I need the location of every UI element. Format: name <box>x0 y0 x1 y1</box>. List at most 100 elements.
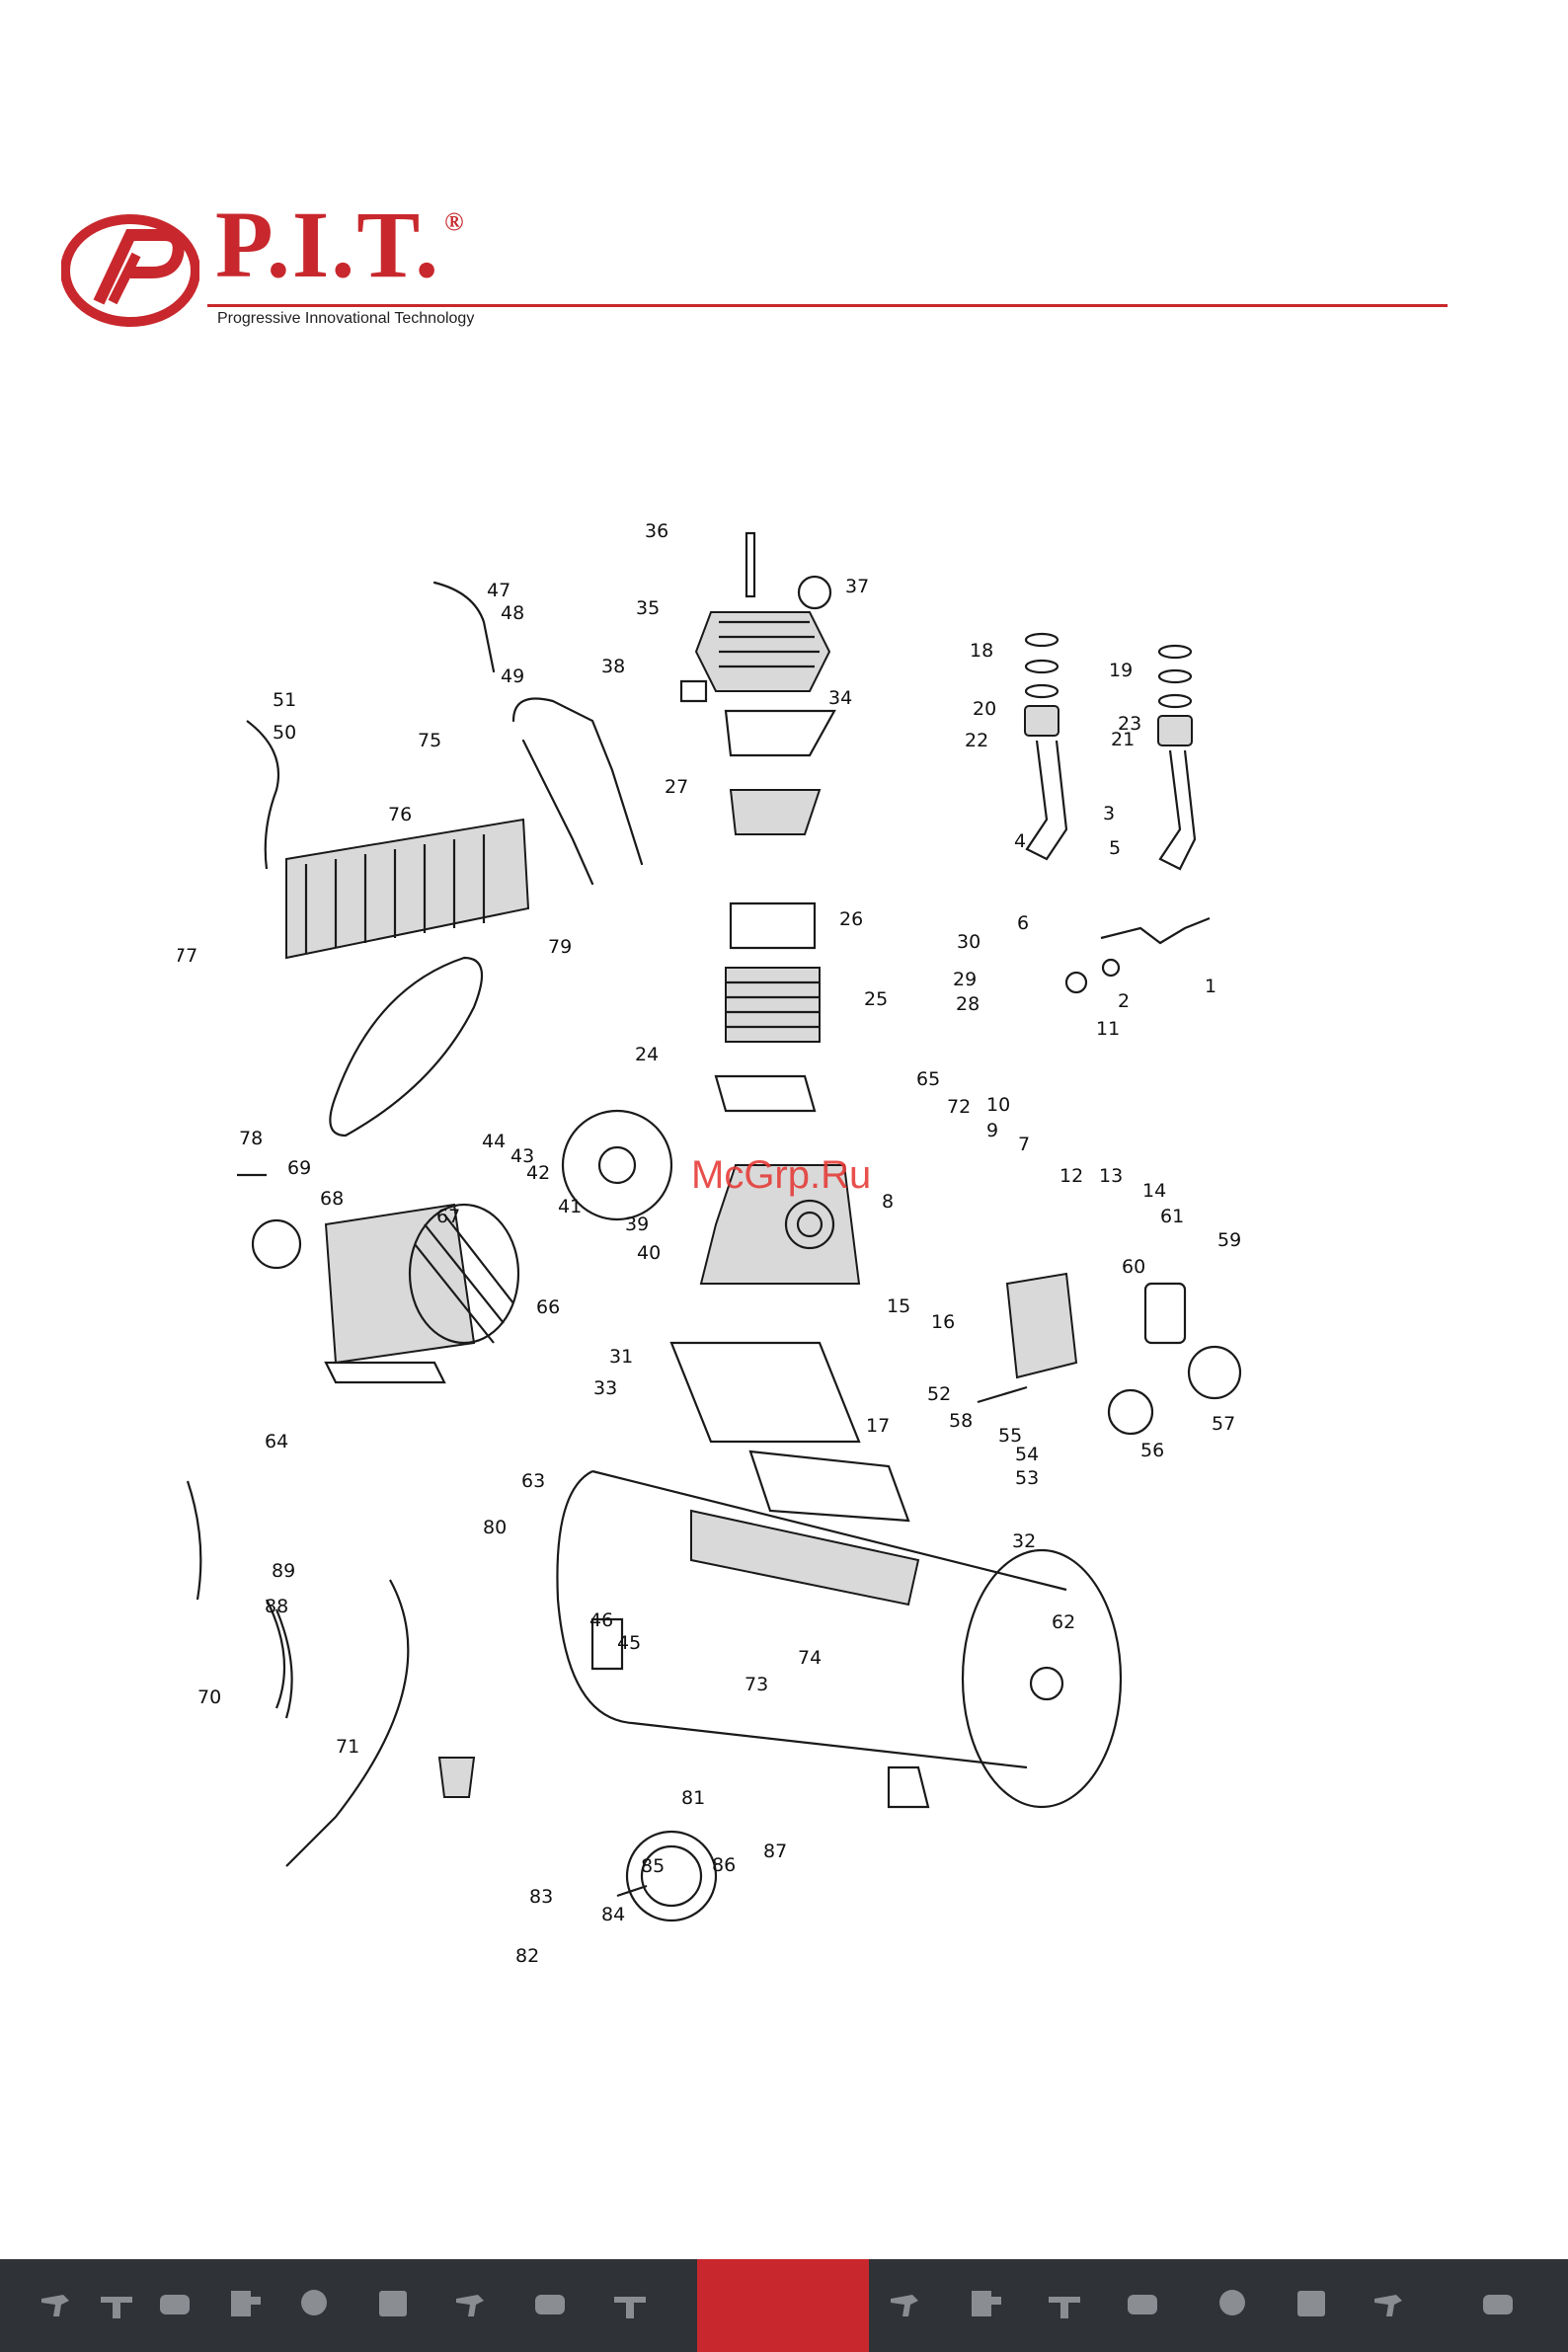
part-label-60: 60 <box>1122 1256 1145 1278</box>
watermark-text: McGrp.Ru <box>691 1153 872 1197</box>
part-label-84: 84 <box>601 1904 625 1925</box>
part-label-73: 73 <box>745 1674 768 1695</box>
compressor-icon <box>1128 2295 1157 2314</box>
part-label-63: 63 <box>521 1470 545 1492</box>
part-label-35: 35 <box>636 597 660 619</box>
part-label-7: 7 <box>1018 1134 1030 1155</box>
compressor-icon <box>160 2295 190 2314</box>
mixer-icon <box>301 2290 327 2315</box>
air-hose <box>246 581 496 870</box>
part-label-77: 77 <box>178 945 197 967</box>
part-label-20: 20 <box>973 698 996 720</box>
part-label-39: 39 <box>625 1214 649 1235</box>
part-label-33: 33 <box>593 1377 617 1399</box>
part-label-19: 19 <box>1109 660 1133 681</box>
footer-accent-block <box>697 2259 869 2352</box>
part-label-27: 27 <box>665 776 688 798</box>
generator-icon <box>379 2291 407 2316</box>
part-label-69: 69 <box>287 1157 311 1179</box>
part-label-3: 3 <box>1103 803 1115 824</box>
page-header: P.I.T.® Progressive Innovational Technol… <box>0 0 1568 336</box>
part-label-15: 15 <box>887 1295 910 1317</box>
footer-bar <box>0 2259 1568 2352</box>
part-label-9: 9 <box>986 1120 998 1141</box>
part-label-89: 89 <box>272 1560 295 1582</box>
drill-icon <box>41 2295 69 2316</box>
drive-belt <box>329 956 484 1137</box>
wheel-and-feet <box>437 1757 718 1922</box>
saw-icon <box>231 2291 261 2316</box>
flywheel-and-pulley <box>237 1109 673 1270</box>
part-label-29: 29 <box>953 969 977 990</box>
pistons-and-rods <box>1024 632 1211 994</box>
part-label-48: 48 <box>501 602 524 624</box>
part-label-17: 17 <box>866 1415 890 1437</box>
electric-motor <box>324 1203 520 1384</box>
cylinder-block <box>714 902 821 1113</box>
part-label-45: 45 <box>617 1632 641 1654</box>
part-label-32: 32 <box>1012 1530 1036 1552</box>
part-label-54: 54 <box>1015 1444 1039 1465</box>
cylinder-head <box>679 531 832 703</box>
part-label-41: 41 <box>558 1196 582 1217</box>
part-label-6: 6 <box>1017 912 1029 934</box>
part-label-56: 56 <box>1140 1440 1164 1461</box>
grinder-icon <box>101 2297 132 2318</box>
part-label-51: 51 <box>273 689 296 711</box>
belt-guard <box>285 818 530 960</box>
drill-icon <box>456 2295 484 2316</box>
part-label-46: 46 <box>589 1609 613 1631</box>
part-label-22: 22 <box>965 730 988 751</box>
part-label-70: 70 <box>197 1686 221 1708</box>
generator-icon <box>1297 2291 1325 2316</box>
part-label-2: 2 <box>1118 990 1130 1012</box>
part-label-44: 44 <box>482 1131 506 1152</box>
mixer-icon <box>1219 2290 1245 2315</box>
grinder-icon <box>1049 2297 1080 2318</box>
part-label-80: 80 <box>483 1517 507 1538</box>
air-tank <box>556 1450 1123 1809</box>
part-label-37: 37 <box>845 576 869 597</box>
part-label-40: 40 <box>637 1242 661 1264</box>
part-label-14: 14 <box>1142 1180 1166 1202</box>
part-label-57: 57 <box>1212 1413 1235 1435</box>
part-label-65: 65 <box>916 1068 940 1090</box>
part-label-76: 76 <box>388 804 412 825</box>
valve-plates <box>724 709 836 835</box>
part-label-28: 28 <box>956 993 980 1015</box>
part-label-61: 61 <box>1160 1206 1184 1227</box>
part-label-79: 79 <box>548 936 572 958</box>
power-cord <box>186 1480 410 1867</box>
header-divider <box>207 304 1448 307</box>
part-label-11: 11 <box>1096 1018 1120 1040</box>
brand-tagline: Progressive Innovational Technology <box>217 310 475 327</box>
part-label-8: 8 <box>882 1191 894 1213</box>
drill-icon <box>1374 2295 1402 2316</box>
drill-icon <box>891 2295 918 2316</box>
part-label-82: 82 <box>515 1945 539 1967</box>
part-label-71: 71 <box>336 1736 359 1758</box>
part-label-34: 34 <box>828 687 852 709</box>
part-label-78: 78 <box>239 1128 263 1149</box>
part-label-49: 49 <box>501 666 524 687</box>
compressor-icon <box>1483 2295 1513 2314</box>
part-label-30: 30 <box>957 931 980 953</box>
part-label-16: 16 <box>931 1311 955 1333</box>
part-label-74: 74 <box>798 1647 822 1669</box>
part-label-26: 26 <box>839 908 863 930</box>
part-label-5: 5 <box>1109 837 1121 859</box>
part-label-86: 86 <box>712 1854 736 1876</box>
part-label-4: 4 <box>1014 830 1026 852</box>
saw-icon <box>972 2291 1001 2316</box>
part-label-81: 81 <box>681 1787 705 1809</box>
part-label-88: 88 <box>265 1596 288 1617</box>
part-label-25: 25 <box>864 988 888 1010</box>
part-label-23: 23 <box>1118 713 1141 735</box>
part-label-87: 87 <box>763 1841 787 1862</box>
part-label-62: 62 <box>1052 1611 1075 1633</box>
part-label-24: 24 <box>635 1044 659 1065</box>
part-label-38: 38 <box>601 656 625 677</box>
part-label-21: 21 <box>1111 729 1135 750</box>
